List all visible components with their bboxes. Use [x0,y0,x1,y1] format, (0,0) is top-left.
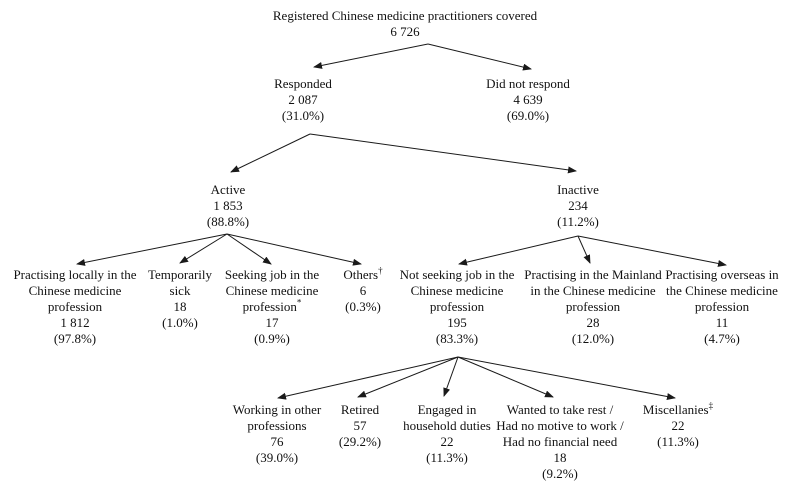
node-label: Practising locally in the Chinese medici… [13,267,137,314]
node-practising-locally: Practising locally in the Chinese medici… [8,267,142,347]
node-value: 1 853 [213,198,243,213]
node-percent: (29.2%) [338,434,382,449]
node-value: 11 [715,315,729,330]
node-percent: (11.3%) [657,434,699,449]
node-seeking-job: Seeking job in the Chinese medicine prof… [221,267,323,347]
node-label: Miscellanies‡ [642,400,714,418]
node-label: Had no motive to work / [496,418,624,433]
node-value: 6 [359,283,367,298]
arrow-responded-to-active [230,133,311,173]
arrow-root-to-did-not-respond [427,43,532,71]
node-label: Working in other professions [232,402,322,433]
node-value: 22 [671,418,685,433]
arrow-not-seeking-to-rest [457,356,554,398]
arrow-active-to-seeking-job [226,233,272,265]
node-percent: (1.0%) [162,315,198,330]
node-value: 22 [440,434,454,449]
node-value: 57 [353,418,367,433]
node-label-text: Seeking job in the Chinese medicine prof… [224,267,320,314]
node-value: 18 [553,450,567,465]
node-percent: (12.0%) [571,331,615,346]
node-label: Not seeking job in the Chinese medicine … [399,267,515,314]
node-label: Engaged in household duties [403,402,491,433]
arrow-not-seeking-to-miscellanies [457,356,676,400]
node-label: Did not respond [486,76,570,91]
node-mainland: Practising in the Mainland in the Chines… [521,267,665,347]
node-percent: (39.0%) [255,450,299,465]
footnote-marker-dagger: † [378,265,383,276]
node-label: Active [210,182,246,197]
node-responded: Responded 2 087 (31.0%) [274,76,332,124]
arrow-responded-to-inactive [309,133,577,174]
node-value: 234 [568,198,588,213]
node-percent: (97.8%) [53,331,97,346]
node-value: 195 [447,315,467,330]
node-inactive: Inactive 234 (11.2%) [557,182,599,230]
node-value: 18 [173,299,187,314]
arrow-not-seeking-to-household [443,356,459,397]
node-value: 17 [265,315,279,330]
arrow-not-seeking-to-working-other [277,356,459,400]
node-rest: Wanted to take rest / Had no motive to w… [496,402,623,482]
node-label: Seeking job in the Chinese medicine prof… [221,267,323,315]
node-percent: (83.3%) [435,331,479,346]
node-active: Active 1 853 (88.8%) [207,182,249,230]
node-household: Engaged in household duties 22 (11.3%) [399,402,495,466]
node-others: Others† 6 (0.3%) [343,265,383,315]
node-overseas: Practising overseas in the Chinese medic… [662,267,782,347]
arrow-root-to-responded [313,43,429,69]
arrow-active-to-temporarily-sick [179,233,228,264]
node-label-text: Miscellanies [642,402,709,417]
node-label: Had no financial need [502,434,618,449]
node-label-text: Others [343,267,379,282]
node-label: Inactive [557,182,599,197]
arrow-active-to-practising-locally [76,233,228,266]
node-label: Temporarily sick [147,267,213,298]
node-value: 6 726 [390,24,420,39]
node-label: Practising in the Mainland in the Chines… [524,267,662,314]
node-value: 1 812 [60,315,90,330]
node-percent: (31.0%) [281,108,325,123]
node-label: Responded [274,76,332,91]
node-retired: Retired 57 (29.2%) [339,402,381,450]
node-root: Registered Chinese medicine practitioner… [273,8,537,40]
arrow-inactive-to-mainland [577,235,591,264]
node-label: Others† [343,265,383,283]
node-percent: (11.2%) [557,214,599,229]
arrow-active-to-others [226,233,362,266]
node-not-seeking: Not seeking job in the Chinese medicine … [396,267,518,347]
node-percent: (88.8%) [206,214,250,229]
arrow-not-seeking-to-retired [357,356,459,398]
node-percent: (9.2%) [542,466,578,481]
node-value: 4 639 [513,92,543,107]
node-label: Wanted to take rest / [506,402,614,417]
node-label: Registered Chinese medicine practitioner… [272,8,538,23]
footnote-marker-asterisk: * [296,297,302,308]
footnote-marker-double-dagger: ‡ [708,400,714,411]
node-percent: (69.0%) [506,108,550,123]
node-value: 2 087 [288,92,318,107]
node-percent: (4.7%) [704,331,740,346]
arrow-inactive-to-overseas [577,235,727,267]
node-miscellanies: Miscellanies‡ 22 (11.3%) [642,400,714,450]
node-working-other: Working in other professions 76 (39.0%) [228,402,326,466]
node-did-not-respond: Did not respond 4 639 (69.0%) [486,76,570,124]
node-percent: (0.3%) [345,299,381,314]
node-label: Practising overseas in the Chinese medic… [665,267,779,314]
node-temporarily-sick: Temporarily sick 18 (1.0%) [142,267,218,331]
node-value: 28 [586,315,600,330]
node-value: 76 [270,434,284,449]
node-percent: (11.3%) [426,450,468,465]
arrow-inactive-to-not-seeking [458,235,579,266]
node-label: Retired [340,402,380,417]
node-percent: (0.9%) [254,331,290,346]
